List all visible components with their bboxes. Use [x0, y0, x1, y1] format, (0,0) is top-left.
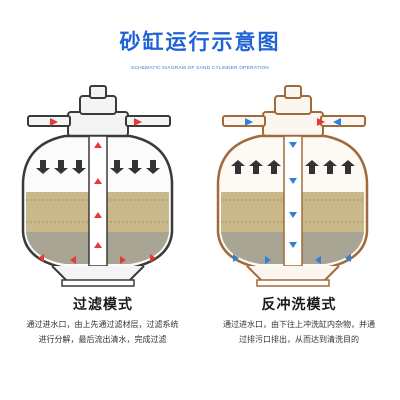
multiport-valve [67, 85, 129, 137]
filter-mode-desc-line: 通过进水口，由上先通过滤材层，过滤系统 [26, 320, 179, 329]
backwash-mode-desc-line: 通过进水口，由下往上冲洗缸内杂物，并通 [223, 320, 375, 329]
page-subtitle: SCHEMATIC DIAGRAM OF SAND CYLINDER OPERA… [131, 66, 269, 71]
side-pipes [27, 115, 171, 127]
red-flow-arrows [317, 118, 325, 126]
backwash-mode-desc-line: 过排污口排出，从而达到清洗目的 [239, 335, 359, 344]
multiport-valve [262, 85, 324, 137]
filter-mode-title: 过滤模式 [73, 297, 133, 313]
backwash-mode-diagram [216, 85, 369, 287]
upflow-arrows [231, 160, 355, 174]
downflow-arrows [36, 160, 160, 174]
red-flow-arrows [38, 118, 156, 264]
filter-mode-desc-line: 进行分解，最后流出清水，完成过滤 [38, 335, 167, 344]
filter-mode-description: 通过进水口，由上先通过滤材层，过滤系统 进行分解，最后流出清水，完成过滤 [15, 317, 190, 347]
side-pipes [222, 115, 366, 127]
blue-flow-arrows [233, 118, 351, 264]
filter-mode-diagram [21, 85, 174, 287]
backwash-mode-title: 反冲洗模式 [261, 297, 337, 313]
page-title: 砂缸运行示意图 [119, 30, 281, 54]
backwash-mode-description: 通过进水口，由下往上冲洗缸内杂物，并通 过排污口排出，从而达到清洗目的 [206, 317, 392, 347]
